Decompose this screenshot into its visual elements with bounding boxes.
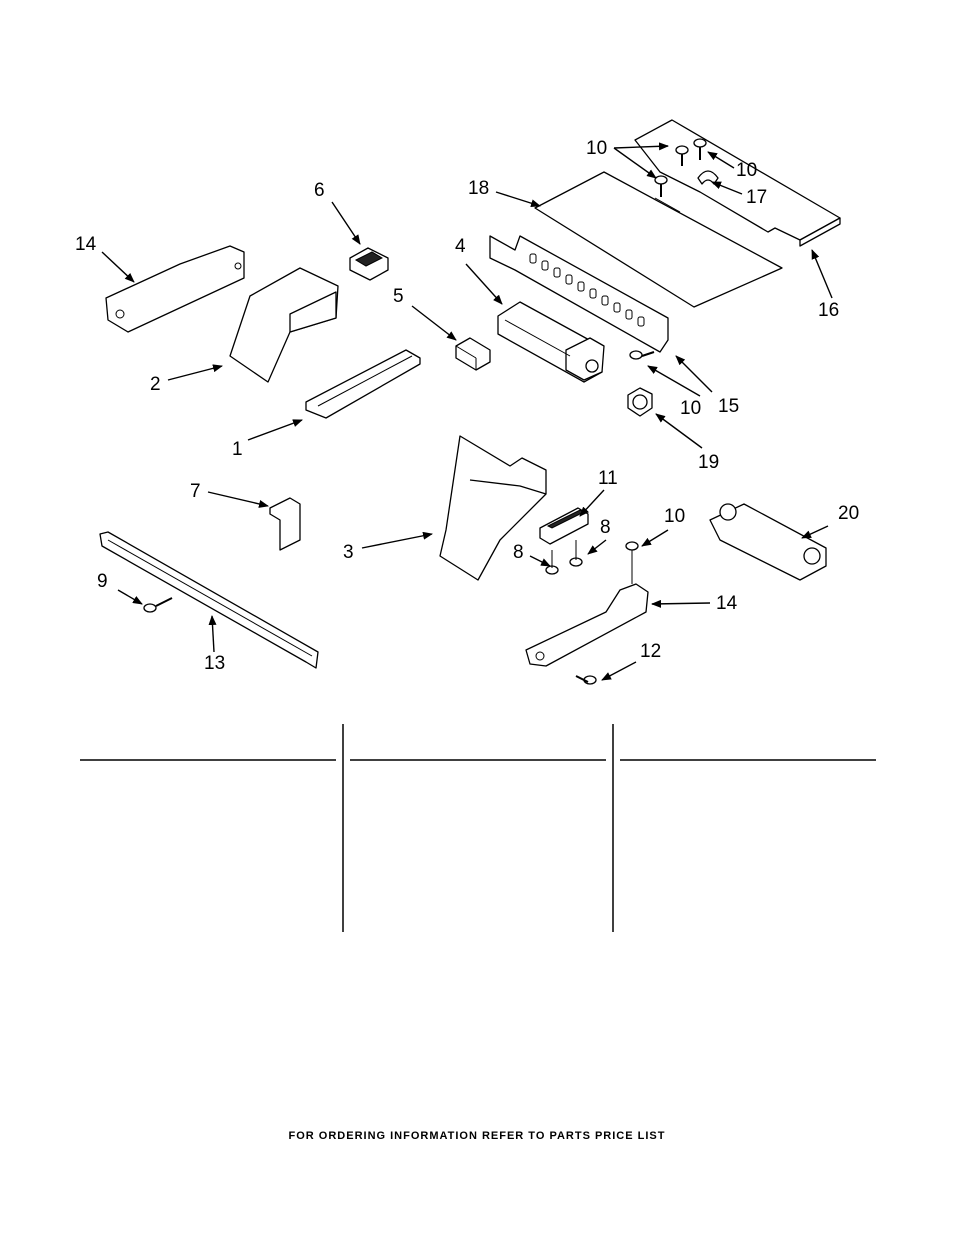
- part-18-insulation-panel: [534, 171, 783, 308]
- part-1-channel: [305, 349, 421, 419]
- callout-20: 20: [838, 503, 859, 524]
- callout-10: 10: [586, 138, 607, 159]
- screw-8b: [569, 540, 583, 567]
- screw-9: [143, 597, 173, 613]
- part-14-left-bracket: [105, 245, 245, 333]
- callout-6: 6: [314, 180, 325, 201]
- callout-2: 2: [150, 374, 161, 395]
- callout-7: 7: [190, 481, 201, 502]
- callout-5: 5: [393, 286, 404, 307]
- callout-8: 8: [513, 542, 524, 563]
- callout-15: 15: [718, 396, 739, 417]
- callout-18: 18: [468, 178, 489, 199]
- part-5-block: [455, 337, 491, 371]
- ordering-footer: FOR ORDERING INFORMATION REFER TO PARTS …: [288, 1130, 666, 1142]
- callout-8: 8: [600, 517, 611, 538]
- part-6-relay: [349, 247, 389, 281]
- screw-right-bracket: [625, 541, 639, 584]
- callout-4: 4: [455, 236, 466, 257]
- part-20-harness: [709, 503, 827, 581]
- parts-list-table: [80, 724, 876, 932]
- part-7-clip: [269, 497, 301, 551]
- callout-10: 10: [736, 160, 757, 181]
- screw-top-3: [654, 175, 668, 197]
- part-11-terminal-block: [539, 507, 589, 545]
- part-13-rail: [99, 531, 319, 669]
- part-15-perforated-bracket: [489, 235, 669, 353]
- part-4-control-assembly: [497, 301, 605, 383]
- callout-9: 9: [97, 571, 108, 592]
- screw-8a: [545, 550, 559, 575]
- callout-10: 10: [664, 506, 685, 527]
- callout-11: 11: [598, 468, 618, 489]
- part-2-duct: [229, 267, 339, 383]
- part-14-right-bracket: [525, 583, 649, 667]
- callout-17: 17: [746, 187, 767, 208]
- part-3-shield: [439, 435, 547, 581]
- callout-1: 1: [232, 439, 243, 460]
- callout-16: 16: [818, 300, 839, 321]
- screw-bracket: [629, 350, 655, 360]
- callout-10: 10: [680, 398, 701, 419]
- callout-14: 14: [716, 593, 738, 614]
- screw-12: [575, 675, 597, 685]
- callout-3: 3: [343, 542, 354, 563]
- callout-13: 13: [204, 653, 225, 674]
- screw-top-2: [693, 138, 707, 160]
- callout-14: 14: [75, 234, 97, 255]
- screw-top-1: [675, 145, 689, 166]
- part-19-thermostat: [627, 387, 653, 417]
- callout-19: 19: [698, 452, 719, 473]
- callout-12: 12: [640, 641, 661, 662]
